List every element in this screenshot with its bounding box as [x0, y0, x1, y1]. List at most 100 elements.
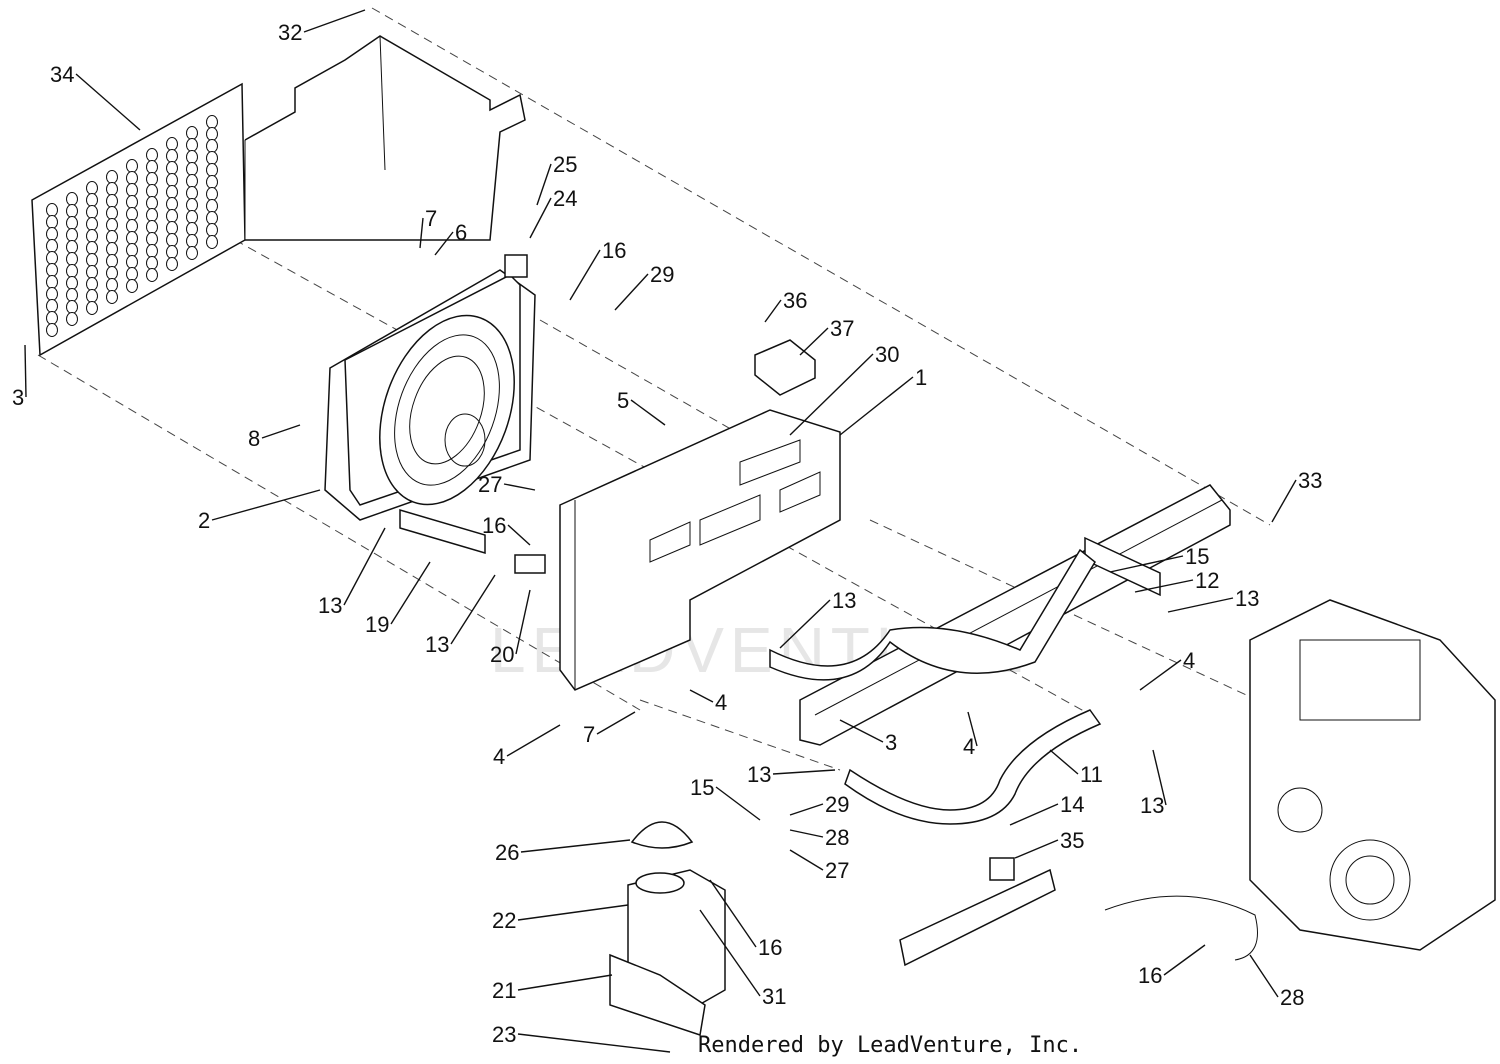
hoses [399, 508, 1258, 961]
grille-hole [86, 193, 98, 207]
grille-hole [206, 187, 218, 201]
grille-hole [166, 221, 178, 235]
grille-hole [46, 263, 58, 277]
grille-hole [126, 207, 138, 221]
grille-hole [146, 232, 158, 246]
leader-7 [596, 711, 636, 735]
leader-25 [536, 163, 552, 206]
callout-28: 28 [1280, 985, 1304, 1010]
grille-hole [46, 251, 58, 265]
grille-hole [66, 240, 78, 254]
leader-28 [789, 829, 824, 838]
grille-hole [146, 172, 158, 186]
callout-15: 15 [690, 775, 714, 800]
callout-33: 33 [1298, 468, 1322, 493]
callout-16: 16 [602, 238, 626, 263]
leader-16 [709, 879, 757, 948]
leader-15 [715, 786, 761, 821]
leader-4 [967, 711, 978, 747]
callout-27: 27 [478, 472, 502, 497]
callout-23: 23 [492, 1022, 516, 1047]
grille-hole [206, 223, 218, 237]
leader-4 [689, 689, 714, 703]
callout-11: 11 [1080, 762, 1103, 787]
grille-hole [106, 218, 118, 232]
grille-hole [186, 234, 198, 248]
frame-rail [799, 484, 1231, 746]
callout-31: 31 [762, 984, 786, 1009]
callout-4: 4 [493, 744, 505, 769]
leader-32 [303, 9, 366, 33]
leader-4 [506, 724, 561, 757]
callout-7: 7 [425, 206, 437, 231]
callout-13: 13 [1140, 793, 1164, 818]
grille-hole [46, 287, 58, 301]
leader-35 [1014, 839, 1059, 859]
callout-7: 7 [583, 722, 595, 747]
grille-hole [106, 278, 118, 292]
grille-hole [106, 242, 118, 256]
grille-hole [166, 197, 178, 211]
leader-2 [211, 489, 321, 521]
callout-16: 16 [758, 935, 782, 960]
callout-20: 20 [490, 642, 514, 667]
leader-13 [343, 527, 386, 606]
grille-hole [126, 267, 138, 281]
leader-27 [789, 849, 824, 871]
fan-shroud-cover [244, 35, 526, 241]
callout-13: 13 [318, 593, 342, 618]
callout-16: 16 [1138, 963, 1162, 988]
grille-hole [166, 245, 178, 259]
grille-hole [86, 205, 98, 219]
leader-1 [839, 376, 914, 436]
alignment-lines [37, 7, 1301, 771]
grille-hole [46, 215, 58, 229]
grille-hole [206, 115, 218, 129]
footer-credit: Rendered by LeadVenture, Inc. [698, 1033, 1082, 1058]
callout-29: 29 [825, 792, 849, 817]
grille-hole [126, 219, 138, 233]
callout-1: 1 [915, 365, 927, 390]
grille-hole [126, 279, 138, 293]
callout-4: 4 [715, 690, 727, 715]
leader-37 [799, 327, 829, 356]
leader-7 [419, 217, 424, 249]
leader-29 [614, 273, 649, 311]
grille-hole [206, 235, 218, 249]
grille-hole [46, 203, 58, 217]
grille-hole [126, 231, 138, 245]
grille-hole [206, 175, 218, 189]
grille-hole [166, 209, 178, 223]
grille-hole [86, 181, 98, 195]
grille-hole [166, 185, 178, 199]
leader-33 [1271, 479, 1297, 523]
callout-13: 13 [425, 632, 449, 657]
grille-hole [66, 216, 78, 230]
leader-5 [630, 399, 666, 426]
leader-16 [507, 524, 531, 546]
grille-hole [66, 312, 78, 326]
grille-hole [146, 268, 158, 282]
grille-hole [66, 204, 78, 218]
grille-hole [166, 173, 178, 187]
grille-hole [86, 217, 98, 231]
grille-hole [146, 184, 158, 198]
leader-23 [517, 1033, 671, 1053]
grille-hole [106, 182, 118, 196]
leader-16 [569, 249, 601, 301]
callout-32: 32 [278, 20, 302, 45]
grille-hole [66, 276, 78, 290]
callout-19: 19 [365, 612, 389, 637]
callout-4: 4 [963, 734, 975, 759]
grille-hole [206, 139, 218, 153]
grille-hole [126, 159, 138, 173]
grille-hole [186, 150, 198, 164]
grille-hole [86, 253, 98, 267]
leader-13 [1152, 749, 1167, 806]
grille-hole [166, 161, 178, 175]
grille-hole [46, 311, 58, 325]
callout-36: 36 [783, 288, 807, 313]
grille-hole [186, 174, 198, 188]
leader-13 [1167, 597, 1234, 613]
